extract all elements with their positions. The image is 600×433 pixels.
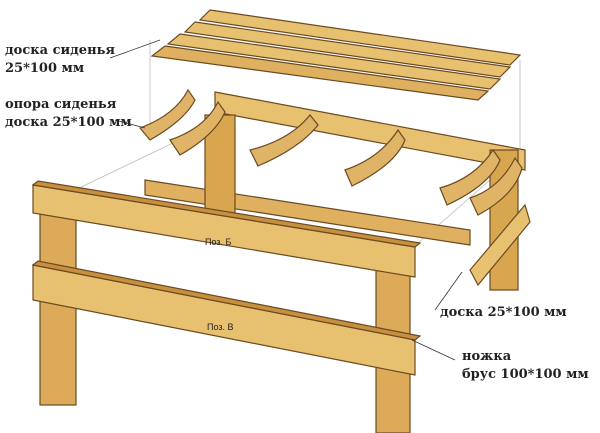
label-seat-board: доска сиденья 25*100 мм	[5, 42, 115, 78]
side-board	[469, 203, 531, 287]
label-line: доска 25*100 мм	[5, 115, 132, 130]
label-line: брус 100*100 мм	[462, 367, 589, 382]
label-line: доска сиденья	[5, 43, 116, 58]
seat-boards	[150, 9, 522, 101]
label-seat-support: опора сиденья доска 25*100 мм	[5, 96, 132, 132]
leader-lines	[109, 39, 463, 361]
label-line: ножка	[462, 349, 512, 364]
label-pos-v: Поз. В	[207, 322, 234, 332]
label-leg: ножка брус 100*100 мм	[462, 348, 589, 384]
front-lower-rail-pos-v	[32, 264, 416, 376]
label-line: опора сиденья	[5, 97, 117, 112]
label-pos-b: Поз. Б	[205, 237, 232, 247]
label-board: доска 25*100 мм	[440, 305, 567, 320]
seat-supports	[138, 88, 523, 216]
label-line: 25*100 мм	[5, 61, 85, 76]
back-rail	[214, 91, 526, 171]
